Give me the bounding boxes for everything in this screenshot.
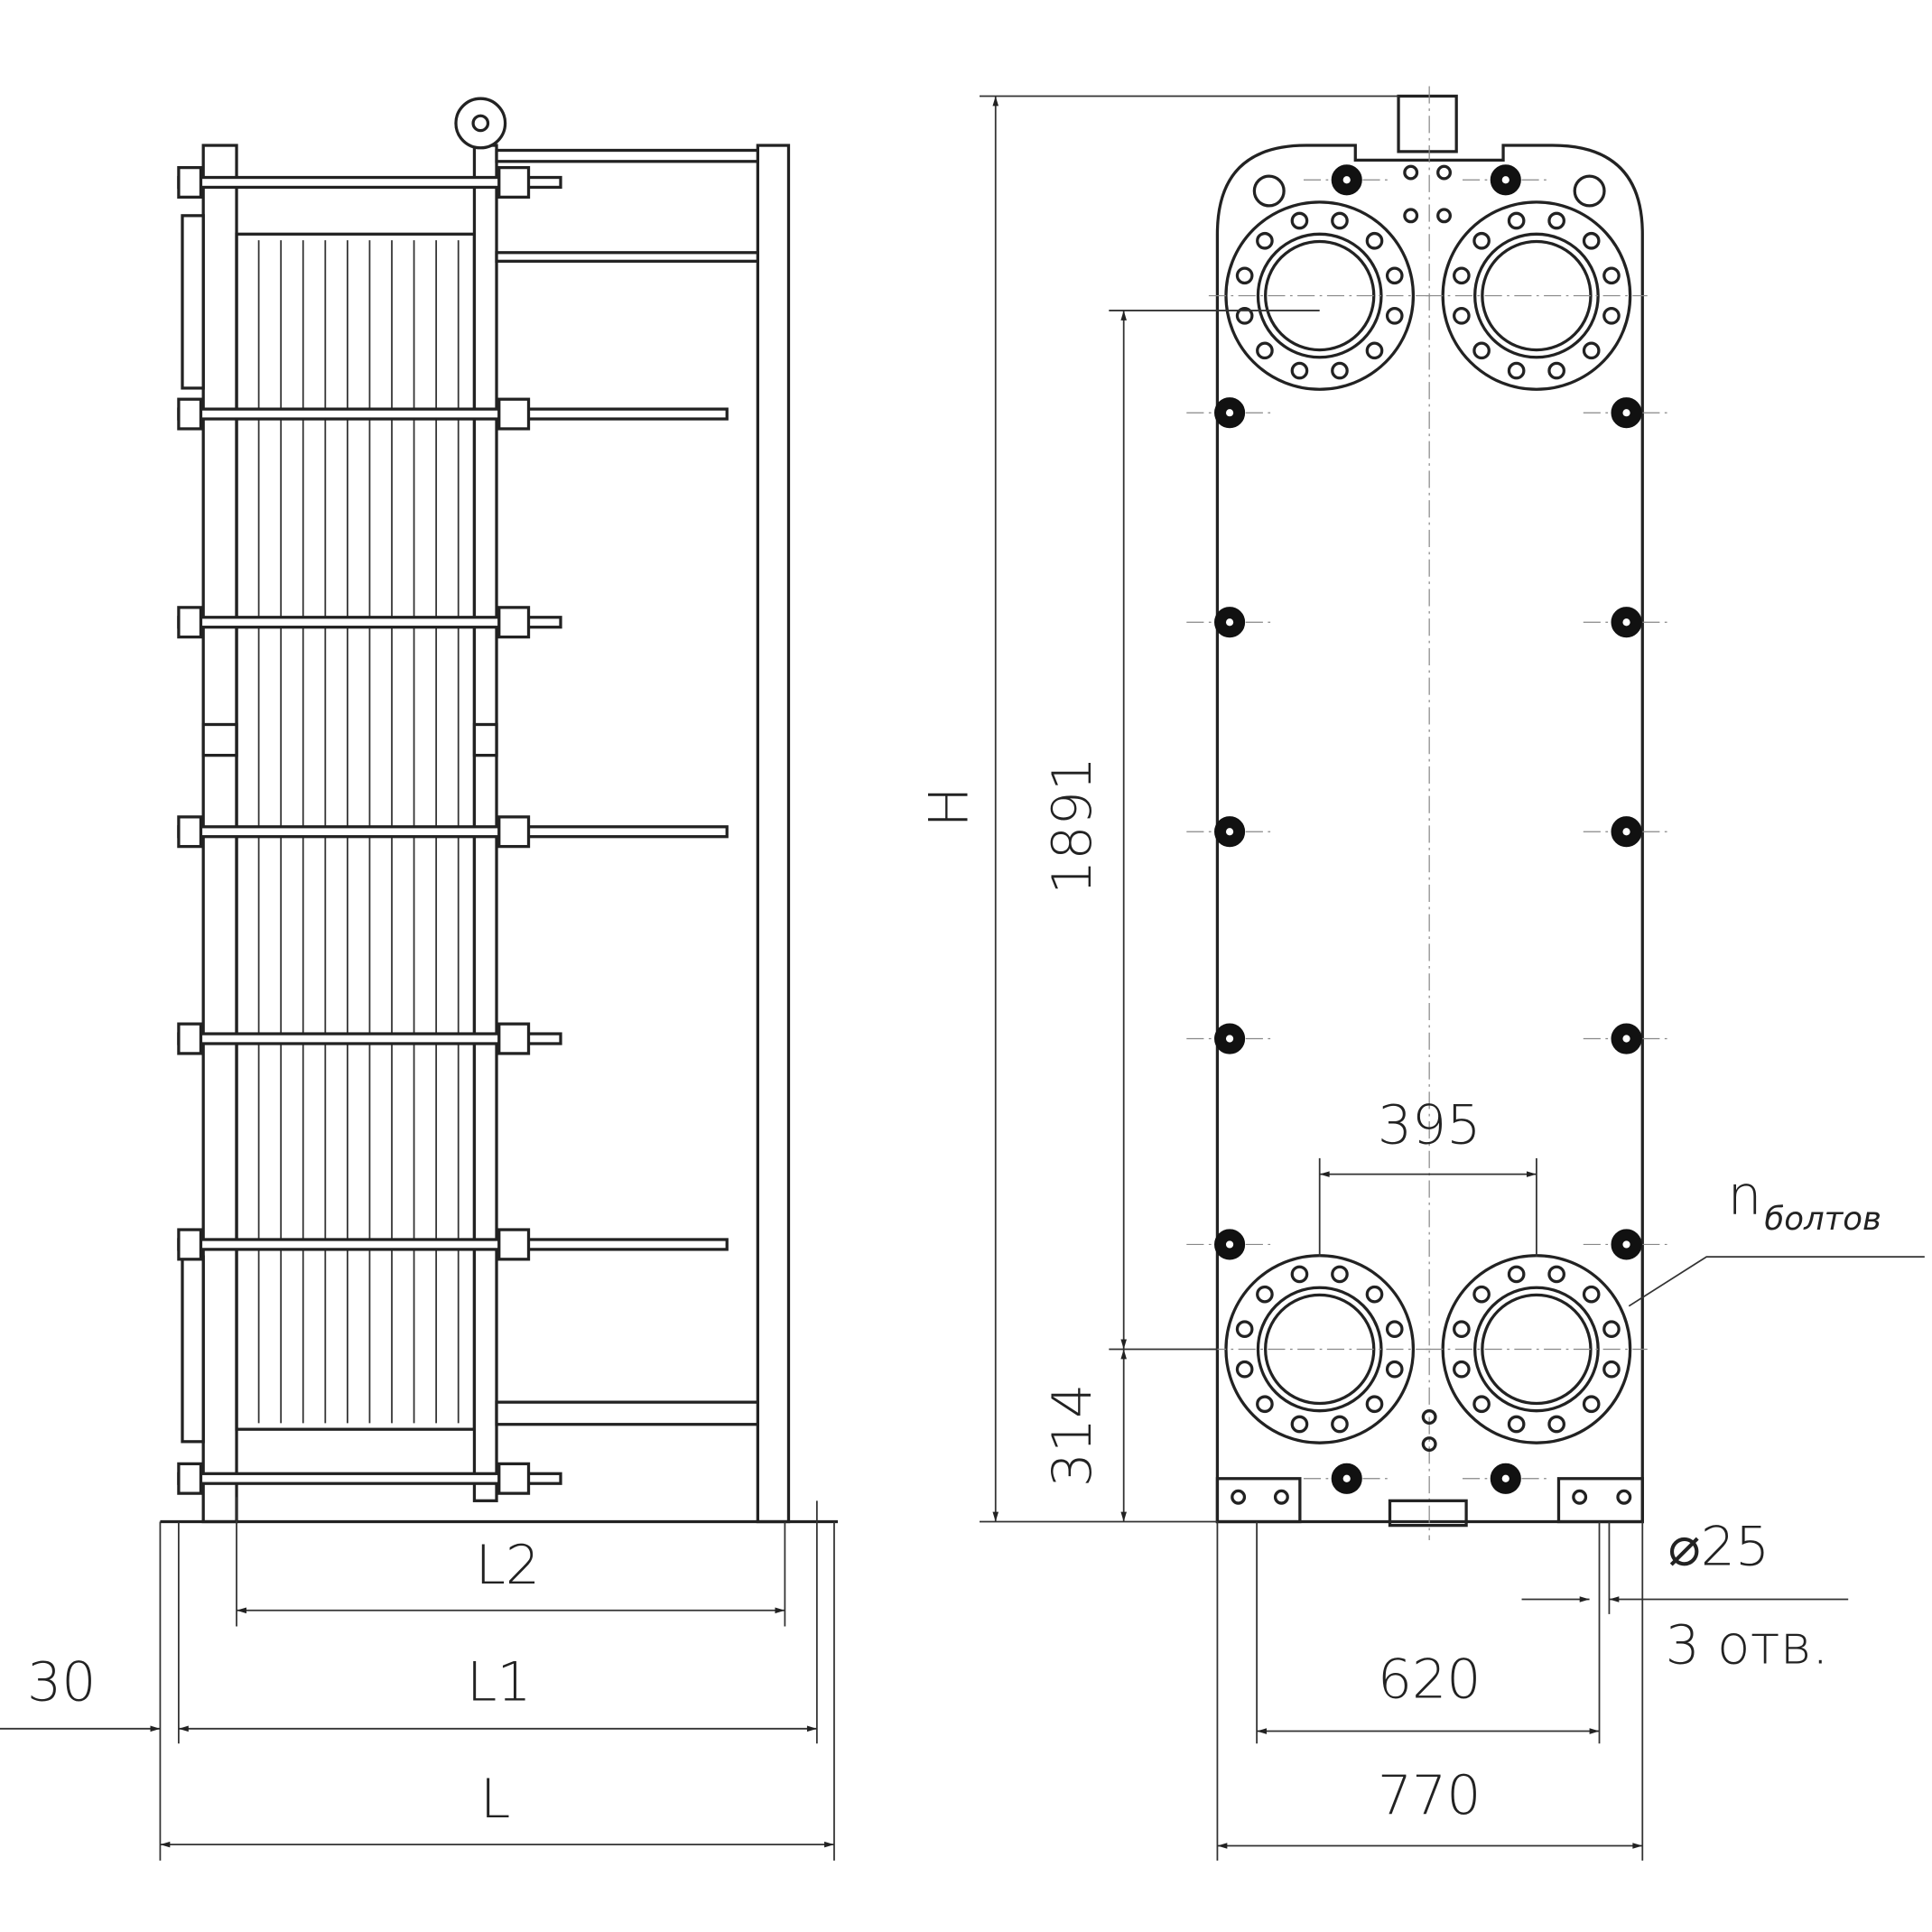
dim-L1: L1 bbox=[467, 1650, 532, 1714]
bolts-label: болтов bbox=[1764, 1201, 1881, 1238]
dim-620: 620 bbox=[1378, 1649, 1482, 1712]
dim-770: 770 bbox=[1378, 1764, 1482, 1827]
bolts-n: n bbox=[1727, 1164, 1761, 1227]
port-flange bbox=[1426, 1254, 1648, 1444]
hole-diameter: ⌀25 bbox=[1668, 1515, 1770, 1578]
tie-bolt bbox=[177, 165, 562, 200]
dim-395: 395 bbox=[1378, 1094, 1482, 1157]
dim-H: H bbox=[917, 786, 980, 827]
tie-bolt bbox=[177, 815, 729, 849]
tie-bolt bbox=[177, 1022, 562, 1055]
dim-30: 30 bbox=[27, 1650, 96, 1714]
bottom-guide-bar bbox=[495, 1400, 759, 1426]
top-guide-bar bbox=[495, 148, 759, 163]
bolts-leader bbox=[1628, 1256, 1925, 1307]
roller-icon bbox=[454, 97, 507, 150]
dim-1891: 1891 bbox=[1041, 757, 1104, 895]
dim-314: 314 bbox=[1041, 1384, 1104, 1488]
front-view: H 1891 314 395 620 770 ⌀25 3 отв. n болт… bbox=[917, 86, 1925, 1861]
top-nozzle bbox=[1397, 94, 1458, 153]
support-column bbox=[756, 144, 791, 1524]
tie-bolt bbox=[177, 397, 729, 431]
tie-bolt bbox=[177, 1462, 562, 1495]
port-flange bbox=[1208, 200, 1431, 391]
dim-L: L bbox=[480, 1768, 510, 1831]
dim-L2: L2 bbox=[475, 1534, 540, 1597]
hole-count: 3 отв. bbox=[1666, 1613, 1829, 1677]
side-view: L2 L1 L 30 bbox=[0, 97, 839, 1861]
port-flange bbox=[1426, 200, 1648, 391]
tie-bolt bbox=[177, 606, 562, 639]
pressure-plate bbox=[472, 144, 498, 1502]
tie-bolt bbox=[177, 1228, 729, 1261]
